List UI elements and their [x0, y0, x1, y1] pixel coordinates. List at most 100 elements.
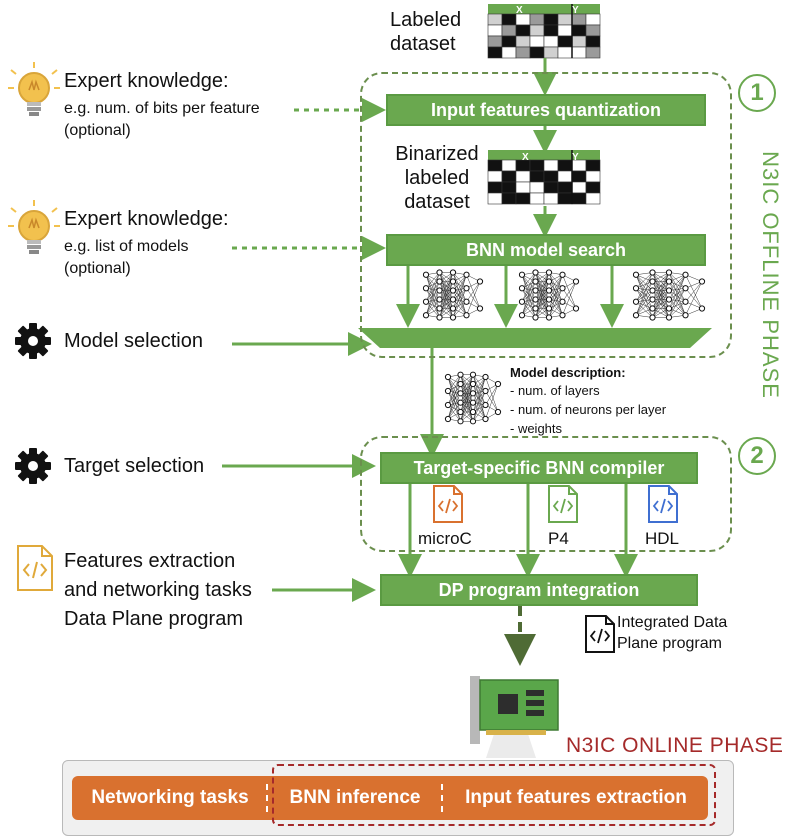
matrix-cell: [543, 46, 559, 59]
labeled-dataset-label: Labeled dataset: [390, 9, 462, 55]
neuron: [449, 305, 457, 312]
neuron: [698, 278, 706, 285]
features-program-line3: Data Plane program: [64, 608, 243, 630]
neuron: [457, 371, 464, 378]
neuron: [682, 312, 689, 319]
neuron: [463, 271, 470, 278]
neuron: [463, 298, 470, 305]
neuron: [469, 399, 477, 406]
neuron: [422, 271, 430, 278]
neuron: [482, 401, 489, 409]
matrix-header: [488, 4, 600, 14]
neural-network-icon: [632, 269, 706, 321]
labeled-dataset-matrix: [487, 4, 601, 59]
neuron: [649, 314, 656, 321]
code-file-icon: [548, 485, 578, 523]
matrix-cell: [543, 35, 559, 48]
matrix-header-x-binarized: X: [522, 152, 529, 163]
offline-phase-label: N3IC OFFLINE PHASE: [758, 151, 783, 399]
quantization-box: Input features quantization: [386, 94, 706, 126]
neural-network-icon: [518, 269, 580, 321]
target-microc-label: microC: [418, 529, 472, 548]
matrix-cell: [557, 46, 573, 59]
matrix-cell: [571, 46, 587, 59]
neuron: [545, 296, 553, 303]
gear-icon: [15, 448, 51, 484]
neuron: [665, 278, 673, 285]
neuron: [532, 314, 539, 321]
matrix-cell: [557, 13, 573, 26]
neuron: [545, 269, 553, 276]
matrix-cell: [557, 35, 573, 48]
neuron: [518, 312, 526, 319]
neuron: [632, 312, 640, 319]
matrix-cell: [571, 35, 587, 48]
neuron: [545, 305, 553, 312]
expert-knowledge-optional: (optional): [64, 260, 131, 277]
step-number-1: 1: [738, 74, 776, 112]
neuron: [436, 314, 443, 321]
neuron: [518, 285, 526, 292]
offline-phase-label-container: N3IC OFFLINE PHASE: [748, 150, 792, 400]
neuron: [665, 296, 673, 303]
nic-card-icon: [470, 676, 559, 758]
code-file-icon: [433, 485, 463, 523]
matrix-cell: [487, 24, 503, 37]
neuron: [532, 296, 539, 303]
neuron: [469, 418, 477, 425]
neuron: [444, 415, 452, 423]
binarized-dataset-label: Binarized labeled dataset: [395, 143, 479, 213]
neuron: [482, 415, 489, 423]
code-file-icon: [648, 485, 678, 523]
matrix-cell: [585, 13, 601, 26]
expert-knowledge-example: e.g. list of models: [64, 238, 189, 255]
neuron: [559, 285, 566, 292]
neuron: [463, 285, 470, 292]
matrix-cell: [529, 24, 545, 37]
neuron: [449, 287, 457, 294]
step-number-2: 2: [738, 437, 776, 475]
features-program-line1: Features extraction: [64, 550, 236, 572]
matrix-cell: [501, 13, 517, 26]
target-p4-label: P4: [548, 529, 569, 548]
expert-knowledge-example: e.g. num. of bits per feature: [64, 100, 260, 117]
matrix-cell: [529, 35, 545, 48]
matrix-cell: [557, 24, 573, 37]
neuron: [422, 298, 430, 305]
neuron: [436, 305, 443, 312]
neuron: [436, 287, 443, 294]
neuron: [649, 287, 656, 294]
gear-icon: [15, 323, 51, 359]
model-selector-mux: [358, 328, 712, 348]
neuron: [649, 278, 656, 285]
neuron: [665, 305, 673, 312]
target-selection-label: Target selection: [64, 455, 205, 477]
neuron: [449, 269, 457, 276]
matrix-cell: [585, 35, 601, 48]
neural-network-icon: [444, 371, 502, 425]
neuron: [532, 305, 539, 312]
neuron: [518, 271, 526, 278]
neuron: [457, 380, 464, 388]
matrix-cell: [515, 35, 531, 48]
neuron: [457, 399, 464, 406]
neuron: [649, 305, 656, 312]
matrix-cell: [487, 13, 503, 26]
matrix-cell: [529, 13, 545, 26]
offline-phase-box-1: [360, 72, 732, 358]
matrix-cell: [585, 46, 601, 59]
matrix-cell: [501, 24, 517, 37]
neuron: [682, 271, 689, 278]
neuron: [572, 305, 580, 312]
matrix-cell: [543, 13, 559, 26]
expert-knowledge-optional: (optional): [64, 122, 131, 139]
neuron: [436, 296, 443, 303]
neuron: [449, 314, 457, 321]
neuron: [422, 312, 430, 319]
neuron: [545, 287, 553, 294]
matrix-cell: [571, 24, 587, 37]
matrix-cell: [529, 46, 545, 59]
offline-phase-box-2: [360, 436, 732, 552]
online-divider: [441, 784, 443, 812]
